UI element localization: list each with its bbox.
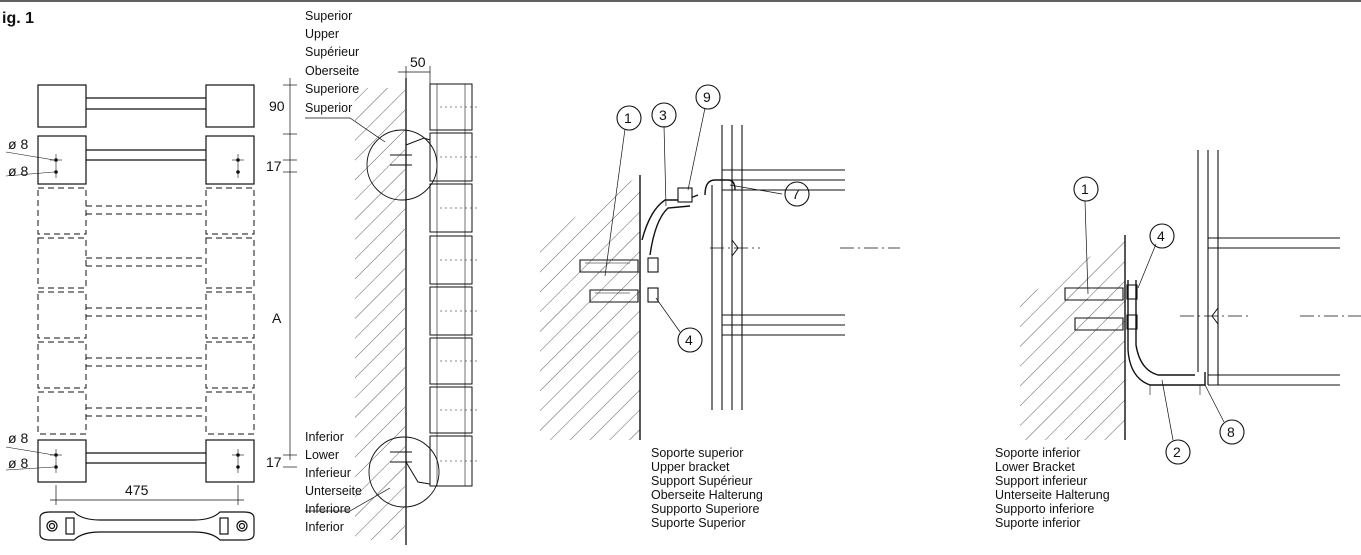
top-label: Superior (305, 101, 353, 115)
caption-line: Soporte superior (651, 446, 744, 460)
callout-number: 2 (1173, 444, 1181, 460)
callout-number: 1 (1081, 181, 1089, 197)
caption-line: Supporto inferiore (995, 502, 1095, 516)
callout-number: 9 (703, 89, 711, 105)
dimension-chain (283, 78, 297, 468)
caption-line: Upper bracket (651, 460, 730, 474)
lower-bracket-caption: Soporte inferior Lower Bracket Support i… (995, 446, 1110, 530)
bottom-label: Inferior (305, 520, 344, 534)
bottom-label: Inferiore (305, 502, 351, 516)
top-label: Oberseite (305, 64, 360, 78)
dimension-a: A (272, 310, 282, 326)
figure-label: ig. 1 (2, 10, 35, 27)
callout-number: 8 (1227, 424, 1235, 440)
top-label: Upper (305, 27, 340, 41)
callout-number: 3 (659, 107, 667, 123)
callout-number: 1 (624, 110, 632, 126)
caption-line: Soporte inferior (995, 446, 1081, 460)
caption-line: Oberseite Halterung (651, 488, 763, 502)
bottom-label: Inferior (305, 430, 344, 444)
caption-line: Supporto Superiore (651, 502, 760, 516)
top-label: Supérieur (305, 45, 360, 59)
side-view (305, 66, 478, 545)
dimension-17-top: 17 (266, 158, 282, 174)
bottom-label: Lower (305, 448, 340, 462)
top-label: Superiore (305, 82, 360, 96)
front-view (5, 84, 255, 541)
dimension-475: 475 (125, 482, 149, 498)
callout-number: 4 (1157, 228, 1165, 244)
caption-line: Suporte inferior (995, 516, 1081, 530)
diameter-label: ø 8 (8, 430, 29, 446)
dimension-50: 50 (410, 54, 426, 70)
bottom-label: Unterseite (305, 484, 362, 498)
caption-line: Lower Bracket (995, 460, 1075, 474)
diameter-label: ø 8 (8, 163, 29, 179)
caption-line: Unterseite Halterung (995, 488, 1110, 502)
caption-line: Support inferieur (995, 474, 1088, 488)
dimension-17-bottom: 17 (266, 454, 282, 470)
diameter-label: ø 8 (8, 455, 29, 471)
bottom-label: Inferieur (305, 466, 351, 480)
dimension-90: 90 (269, 98, 285, 114)
caption-line: Suporte Superior (651, 516, 746, 530)
callout-number: 4 (685, 332, 693, 348)
upper-bracket-caption: Soporte superior Upper bracket Support S… (651, 446, 763, 530)
upper-bracket-detail (540, 84, 900, 440)
lower-bracket-detail (1020, 150, 1361, 465)
caption-line: Support Supérieur (651, 474, 753, 488)
diameter-label: ø 8 (8, 136, 29, 152)
top-label: Superior (305, 9, 353, 23)
callout-number: 7 (792, 186, 800, 202)
